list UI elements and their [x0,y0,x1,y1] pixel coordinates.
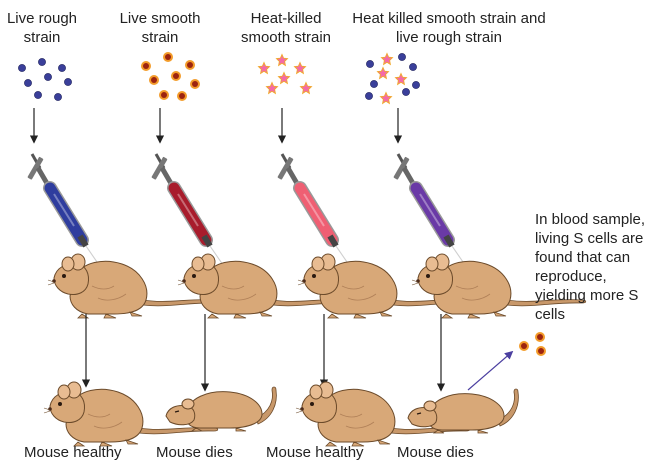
result-arrow [467,350,514,391]
note-line: yielding more S [535,287,639,304]
note-line: cells [535,306,566,323]
cells-smooth [141,52,200,101]
cells-rough [18,58,72,101]
label-line: Live rough [6,10,78,27]
note-line: living S cells are [535,230,644,247]
label-line: Heat killed smooth strain and [352,10,546,27]
mouse-dead-icon [407,388,519,434]
blood-sample-note: In blood sample, living S cells are foun… [535,210,667,324]
syringe-icon [151,154,232,278]
cells-blood-sample [519,332,546,356]
note-line: found that can [535,249,631,266]
result-2: Mouse dies [156,444,233,461]
label-line: smooth strain [240,29,332,46]
result-3: Mouse healthy [266,444,364,461]
label-heat-killed: Heat-killed smooth strain [230,9,342,47]
note-line: reproduce, [535,268,607,285]
mouse-dead-icon [165,386,277,432]
result-1: Mouse healthy [24,444,122,461]
note-line: In blood sample, [535,211,646,228]
label-line: live rough strain [396,29,502,46]
label-line: strain [141,29,179,46]
result-4: Mouse dies [397,444,474,461]
label-line: Heat-killed [250,10,322,27]
label-line: Live smooth [119,10,201,27]
label-line: strain [23,29,61,46]
cells-heat-killed [258,54,312,94]
label-live-rough: Live rough strain [4,9,80,47]
label-mixed: Heat killed smooth strain and live rough… [336,9,562,47]
cells-mixed [365,53,420,104]
label-live-smooth: Live smooth strain [110,9,210,47]
